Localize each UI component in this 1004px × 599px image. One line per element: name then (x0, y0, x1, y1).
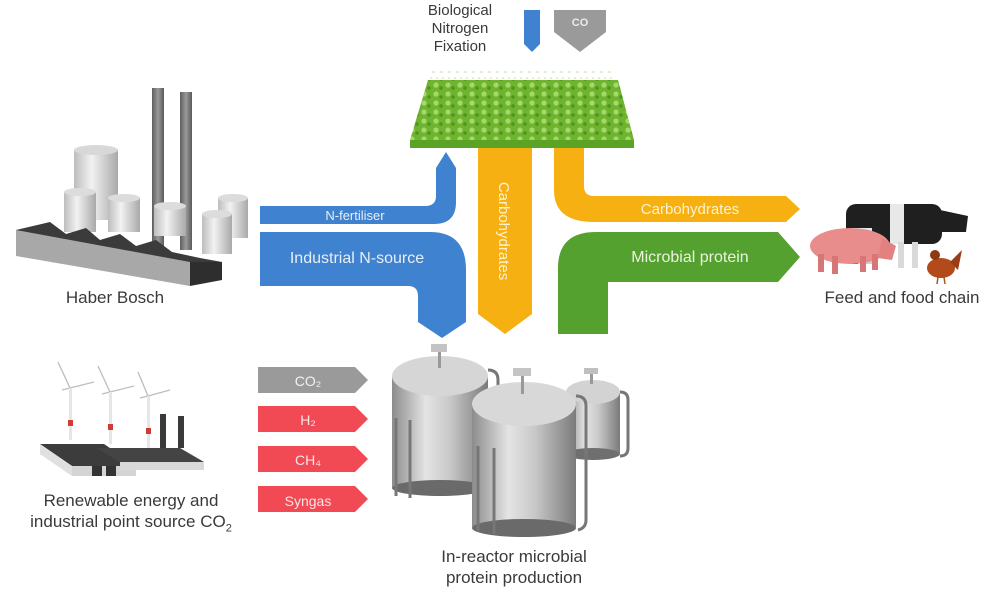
biological-fixation-line3: Fixation (433, 38, 487, 55)
microbial-protein-arrow (558, 232, 800, 334)
carbohydrates-down-label: Carbohydrates (495, 182, 512, 280)
biological-fixation-label: Biological Nitrogen Fixation (404, 2, 516, 56)
ch4-input-arrow (258, 446, 368, 472)
haber-bosch-label: Haber Bosch (65, 288, 165, 307)
biological-fixation-line1: Biological (427, 2, 493, 19)
industrial-n-source-label: Industrial N-source (290, 250, 424, 267)
co2-input-label: CO₂ (295, 373, 321, 389)
bioreactor-tanks-icon (392, 344, 630, 537)
biological-fixation-line2: Nitrogen (431, 20, 489, 37)
reactor-line2: protein production (445, 568, 583, 587)
feed-food-label: Feed and food chain (824, 288, 980, 307)
pig-icon (810, 228, 896, 274)
carbohydrates-right-arrow (554, 148, 800, 222)
chicken-icon (927, 250, 962, 285)
n-fertiliser-arrow (260, 152, 456, 224)
ch4-input-label: CH₄ (295, 452, 321, 468)
n-fertiliser-label: N-fertiliser (325, 208, 385, 223)
nitrogen-fixation-arrow (524, 10, 540, 52)
carbohydrates-right-label: Carbohydrates (641, 201, 739, 218)
wind-turbine-plant-icon (40, 361, 204, 476)
top-co-arrow (554, 10, 606, 52)
factory-icon (16, 88, 248, 286)
microbial-protein-label: Microbial protein (631, 249, 748, 266)
renewable-subscript: 2 (225, 522, 232, 535)
reactor-line1: In-reactor microbial (441, 547, 587, 566)
reactor-label: In-reactor microbial protein production (404, 546, 624, 588)
carbohydrates-down-arrow (478, 148, 532, 334)
industrial-n-source-arrow (260, 232, 466, 338)
syngas-input-label: Syngas (285, 493, 332, 509)
livestock-icon (810, 204, 968, 285)
renewable-label: Renewable energy and industrial point so… (0, 490, 262, 539)
syngas-input-arrow (258, 486, 368, 512)
h2-input-label: H₂ (300, 412, 316, 428)
renewable-line2: industrial point source CO (30, 512, 226, 531)
top-co-label: CO (572, 17, 589, 29)
co2-input-arrow (258, 367, 368, 393)
crop-field-icon (410, 71, 634, 148)
h2-input-arrow (258, 406, 368, 432)
renewable-line1: Renewable energy and (43, 491, 219, 510)
input-arrows (258, 367, 368, 512)
